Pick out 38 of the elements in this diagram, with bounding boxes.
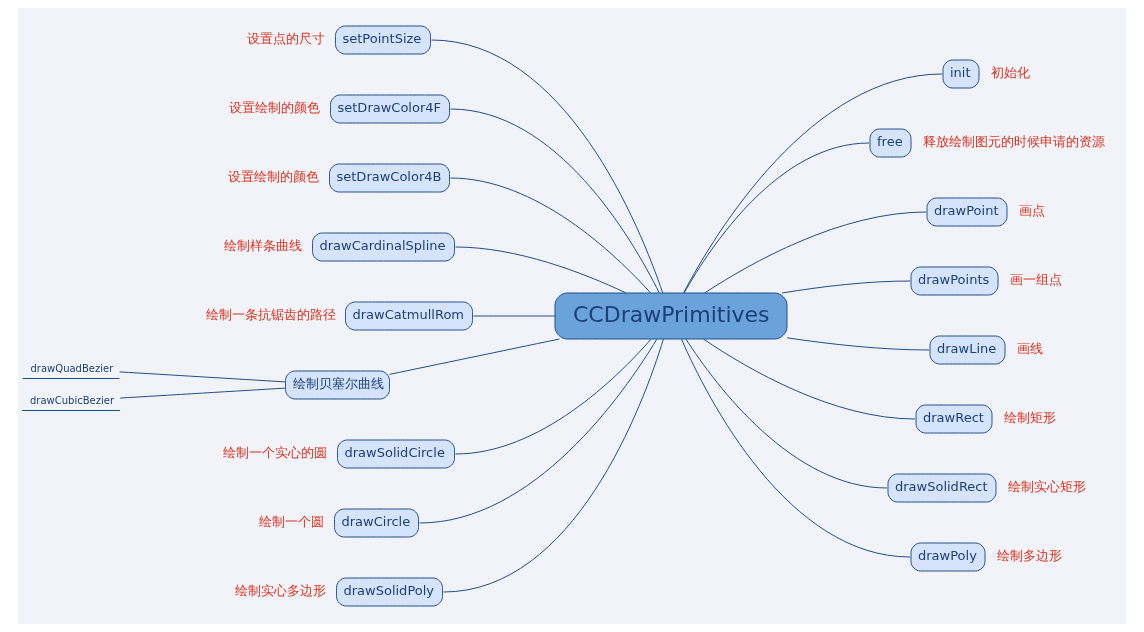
connector [473,315,556,317]
connector [450,177,652,294]
connector [786,337,930,351]
connector [683,142,870,294]
connector [119,387,286,399]
node-label: 绘制多边形 [997,548,1062,564]
node-label: 绘制实心多边形 [234,583,326,599]
node-label: 绘制实心矩形 [1008,479,1086,495]
node-label: 画一组点 [1010,272,1062,288]
connector [419,338,658,524]
node-label: 释放绘制图元的时候申请的资源 [923,134,1105,150]
connector [455,246,627,294]
connector [119,371,286,383]
node-label: 绘制一个圆 [258,514,324,530]
node-text: drawQuadBezier [30,362,114,374]
connector [685,338,888,489]
connector [704,211,927,294]
connector [450,108,660,294]
node-label: 设置绘制的颜色 [227,169,319,185]
connector [703,338,916,420]
node-label: 画点 [1019,203,1045,219]
node-label: 画线 [1017,341,1043,357]
node-label: 绘制矩形 [1004,410,1056,426]
node-label: 设置绘制的颜色 [228,100,320,116]
connector [683,73,943,294]
node-label: 绘制一条抗锯齿的路径 [205,307,336,323]
node-box: CCDrawPrimitives [554,292,788,340]
node-label: 设置点的尺寸 [246,31,325,47]
connector [389,338,560,375]
node-label: 绘制一个实心的圆 [222,445,327,461]
node-label: 初始化 [991,65,1030,81]
connector [443,338,664,593]
node-label: 绘制样条曲线 [223,238,302,254]
connector [431,39,664,294]
node-text: drawCubicBezier [30,394,115,406]
connector [455,338,652,455]
connector [680,338,911,558]
connector [781,280,911,294]
